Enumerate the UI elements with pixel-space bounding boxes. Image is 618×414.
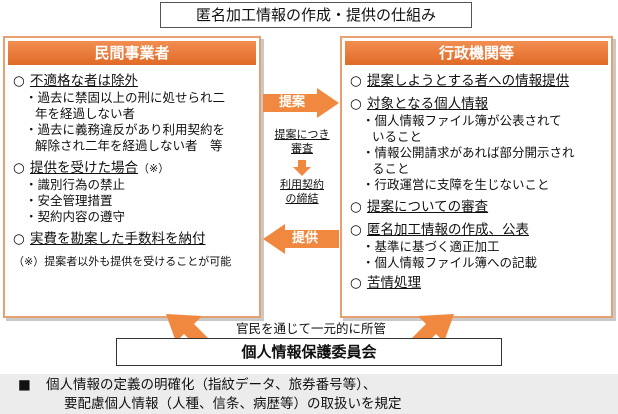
left-item-exclusion: ○不適格な者は除外 [13, 73, 138, 89]
down-arrow-icon [293, 160, 311, 176]
right-sub-item: ・個人情報ファイル簿への記載 [362, 255, 538, 270]
contract-text: 利用契約の締結 [280, 178, 324, 205]
left-sub-item: ・識別行為の禁止 [25, 177, 126, 192]
left-sub-item: ・過去に禁固以上の刑に処せられ二 年を経過しない者 [25, 90, 226, 121]
left-note: （※）提案者以外も提供を受けることが可能 [13, 255, 232, 268]
private-business-header: 民間事業者 [8, 41, 256, 65]
right-sub-item: ・行政運営に支障を生じないこと [362, 177, 550, 192]
right-item-review: ○提案についての審査 [350, 199, 489, 215]
right-sub-item: ・個人情報ファイル簿が公表されて いること [362, 113, 562, 144]
administrative-agency-panel: 行政機関等 ○提案しようとする者への情報提供 ○対象となる個人情報 ・個人情報フ… [340, 36, 613, 318]
left-item-received: ○提供を受けた場合（※） [13, 160, 170, 176]
private-business-panel: 民間事業者 ○不適格な者は除外 ・過去に禁固以上の刑に処せられ二 年を経過しない… [3, 36, 261, 318]
footer-note: ■個人情報の定義の明確化（指紋データ、旅券番号等）、 要配慮個人情報（人種、信条… [0, 374, 618, 414]
propose-arrow [263, 88, 339, 118]
left-sub-item: ・安全管理措置 [25, 193, 113, 208]
right-sub-item: ・情報公開請求があれば部分開示され ること [362, 145, 575, 176]
right-item-target: ○対象となる個人情報 [350, 96, 489, 112]
right-item-create: ○匿名加工情報の作成、公表 [350, 222, 529, 238]
review-text: 提案につき審査 [274, 128, 330, 155]
page-title: 匿名加工情報の作成・提供の仕組み [160, 2, 472, 28]
provide-arrow [263, 224, 339, 254]
provide-label: 提供 [292, 231, 319, 246]
administrative-agency-header: 行政機関等 [345, 41, 608, 65]
connector-text: 官民を通じて一元的に所管 [235, 321, 386, 336]
committee-box: 個人情報保護委員会 [116, 338, 502, 366]
right-sub-item: ・基準に基づく適正加工 [362, 239, 500, 254]
right-item-complaint: ○苦情処理 [350, 275, 421, 291]
left-sub-item: ・契約内容の遵守 [25, 209, 126, 224]
left-sub-item: ・過去に義務違反があり利用契約を 解除され二年を経過しない者 等 [25, 122, 226, 153]
left-item-fee: ○実費を勘案した手数料を納付 [13, 231, 206, 247]
right-item-info: ○提案しようとする者への情報提供 [350, 73, 570, 89]
propose-label: 提案 [279, 95, 306, 110]
